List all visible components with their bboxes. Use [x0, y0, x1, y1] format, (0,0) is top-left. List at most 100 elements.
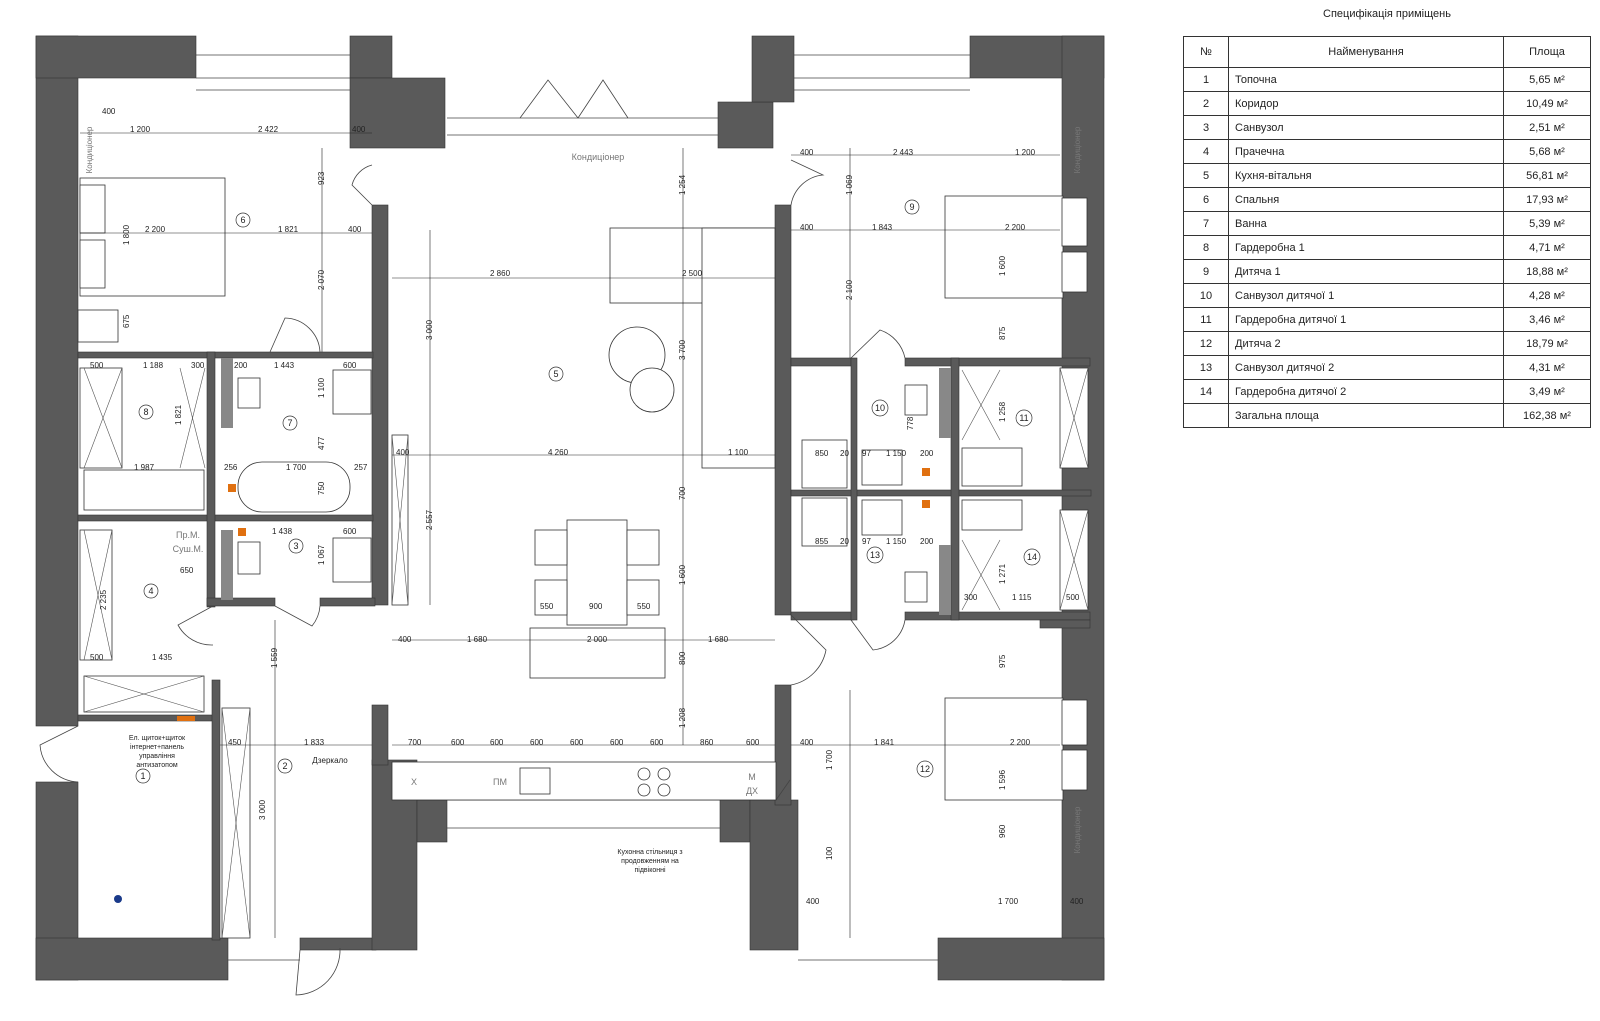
dimension-label: 600 [451, 738, 465, 747]
hatch-columns [221, 358, 951, 615]
windows [196, 54, 970, 961]
note-panel-4: антизатопом [136, 762, 178, 769]
room-numbers: 1 2 3 4 5 6 7 8 9 10 11 12 13 14 [135, 199, 1041, 784]
note-counter-2: продовженням на [621, 858, 679, 865]
room-number-13: 13 [870, 550, 880, 560]
dimension-label: 1 800 [122, 224, 131, 245]
dimension-label: 778 [906, 416, 915, 430]
note-panel-1: Ел. щиток+щиток [129, 735, 186, 742]
dimension-label: 1 843 [872, 223, 893, 232]
spec-title: Специфікація приміщень [1323, 8, 1451, 20]
dimension-label: 1 254 [678, 174, 687, 195]
dimension-label: 850 [815, 449, 829, 458]
dimension-label: 923 [317, 171, 326, 185]
dimension-label: 1 258 [998, 401, 1007, 422]
dimension-label: 1 841 [874, 738, 895, 747]
room-number-3: 3 [293, 541, 298, 551]
room-number-14: 14 [1027, 552, 1037, 562]
dimension-label: 4 260 [548, 448, 569, 457]
wall-bottom-center-sill-r [719, 799, 751, 843]
dimension-label: 1 559 [270, 647, 279, 668]
dimension-label: 1 700 [998, 897, 1019, 906]
dimension-label: 256 [224, 463, 238, 472]
note-kitchen-pm: ПМ [493, 777, 507, 787]
room-number-7: 7 [287, 418, 292, 428]
dimension-label: 1 200 [130, 125, 151, 134]
wall-bottom-right-pier [749, 799, 799, 951]
dimension-label: 750 [317, 481, 326, 495]
wall-top-left [35, 35, 197, 79]
dimension-label: 1 821 [278, 225, 299, 234]
spec-header-row: № Найменування Площа [1183, 36, 1591, 68]
note-counter-3: підвіконні [634, 866, 665, 874]
dimension-label: 1 987 [134, 463, 155, 472]
dimension-label: 600 [650, 738, 664, 747]
dimension-label: 400 [398, 635, 412, 644]
room-number-10: 10 [875, 403, 885, 413]
dimension-label: 700 [408, 738, 422, 747]
dimension-label: 2 500 [682, 269, 703, 278]
dimension-label: 800 [678, 651, 687, 665]
dimension-label: 960 [998, 824, 1007, 838]
dimension-label: 2 860 [490, 269, 511, 278]
dimension-label: 3 700 [678, 339, 687, 360]
plan-notes: Кондиціонер Кондиціонер Кондиціонер Конд… [85, 126, 1082, 874]
dimension-label: 1 150 [886, 449, 907, 458]
dimension-label: 550 [637, 602, 651, 611]
dimension-label: 257 [354, 463, 368, 472]
dimension-label: 477 [317, 436, 326, 450]
dimension-label: 500 [90, 361, 104, 370]
dimension-label: 600 [343, 527, 357, 536]
dimension-label: 1 833 [304, 738, 325, 747]
note-laundry-1: Пр.М. [176, 530, 200, 540]
floor-drains [177, 468, 930, 721]
bathtub [237, 461, 351, 513]
dimension-label: 700 [678, 486, 687, 500]
dimension-label: 300 [191, 361, 205, 370]
dimension-label: 1 100 [728, 448, 749, 457]
dimension-label: 450 [228, 738, 242, 747]
dimension-label: 1 069 [845, 174, 854, 195]
dimension-label: 400 [806, 897, 820, 906]
note-counter-1: Кухонна стільниця з [617, 848, 682, 856]
room-number-5: 5 [553, 369, 558, 379]
dimension-label: 1 600 [998, 255, 1007, 276]
dimension-label: 2 443 [893, 148, 914, 157]
dimension-label: 2 557 [425, 509, 434, 530]
walls [35, 35, 1105, 981]
dimension-label: 1 435 [152, 653, 173, 662]
note-conditioner-left: Кондиціонер [85, 126, 94, 173]
specification-panel: Специфікація приміщень № Найменування Пл… [1183, 8, 1591, 428]
total-label: Загальна площа [1228, 403, 1504, 428]
dimension-label: 1 443 [274, 361, 295, 370]
wall-bottom-center-sill-l [416, 799, 448, 843]
dimension-label: 1 067 [317, 544, 326, 565]
dimension-label: 200 [920, 449, 934, 458]
dimension-label: 900 [589, 602, 603, 611]
boiler-marker [114, 895, 122, 903]
dimension-texts: 400 1 200 2 422 400 2 200 1 821 400 2 86… [90, 107, 1084, 906]
dimension-label: 400 [352, 125, 366, 134]
dimension-label: 1 600 [678, 564, 687, 585]
dimension-label: 1 200 [1015, 148, 1036, 157]
note-panel-3: управління [139, 752, 175, 760]
header-no: № [1183, 36, 1229, 68]
dimension-label: 97 [862, 537, 871, 546]
dimension-label: 860 [700, 738, 714, 747]
note-conditioner-top: Кондиціонер [572, 152, 625, 162]
kitchen-island [529, 627, 666, 679]
dimension-label: 2 200 [1010, 738, 1031, 747]
note-panel-2: інтернет+панель [130, 743, 184, 751]
total-area: 162,38 м² [1503, 403, 1591, 428]
dimension-label: 200 [920, 537, 934, 546]
dimension-label: 400 [800, 738, 814, 747]
dimension-label: 2 235 [99, 589, 108, 610]
dimension-label: 1 208 [678, 707, 687, 728]
